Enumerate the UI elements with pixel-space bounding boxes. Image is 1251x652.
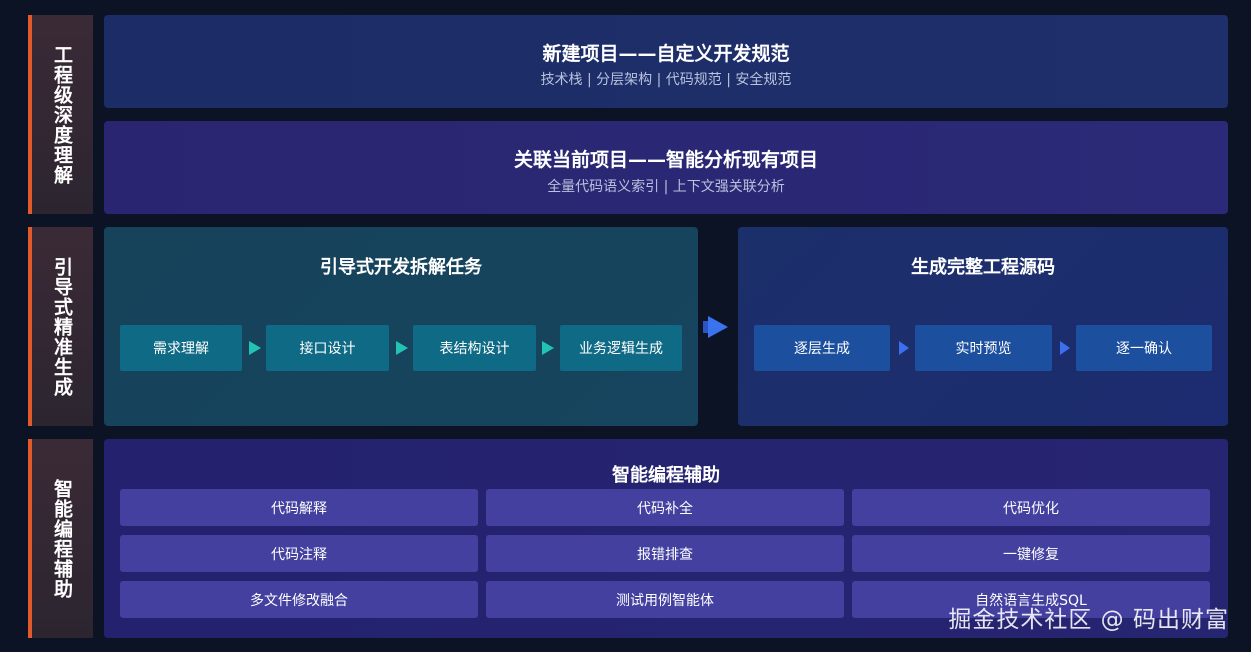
coding-assist-title: 智能编程辅助 [612, 465, 720, 486]
sidebar-label: 引导式精准生成 [51, 256, 73, 397]
generate-step-confirm: 逐一确认 [1076, 325, 1212, 371]
arrow-right-icon [542, 341, 554, 355]
assist-cell: 代码优化 [852, 489, 1210, 526]
assist-cell: 代码补全 [486, 489, 844, 526]
new-project-title: 新建项目——自定义开发规范 [542, 43, 790, 65]
arrow-right-icon [396, 341, 408, 355]
generate-code-panel: 生成完整工程源码 逐层生成 实时预览 逐一确认 [738, 227, 1228, 426]
generate-code-title: 生成完整工程源码 [911, 257, 1055, 278]
assist-cell: 自然语言生成SQL [852, 581, 1210, 618]
associate-project-subtitle: 全量代码语义索引 | 上下文强关联分析 [547, 179, 785, 195]
guided-dev-panel: 引导式开发拆解任务 需求理解 接口设计 表结构设计 业务逻辑生成 [104, 227, 698, 426]
assist-cell: 测试用例智能体 [486, 581, 844, 618]
flow-arrow-tail [703, 321, 709, 333]
generate-step-preview: 实时预览 [915, 325, 1052, 371]
assist-cell: 代码注释 [120, 535, 478, 572]
sidebar-label: 智能编程辅助 [51, 478, 73, 599]
new-project-panel: 新建项目——自定义开发规范 技术栈 | 分层架构 | 代码规范 | 安全规范 [104, 15, 1228, 108]
guided-step-requirements: 需求理解 [120, 325, 242, 371]
associate-project-panel: 关联当前项目——智能分析现有项目 全量代码语义索引 | 上下文强关联分析 [104, 121, 1228, 214]
watermark: 掘金技术社区 @ 码出财富 [948, 607, 1229, 633]
associate-project-title: 关联当前项目——智能分析现有项目 [513, 149, 818, 171]
generate-step-layered: 逐层生成 [754, 325, 890, 371]
assist-cell: 报错排查 [486, 535, 844, 572]
sidebar-section-deep-understanding: 工程级深度理解 [28, 15, 93, 214]
guided-dev-title: 引导式开发拆解任务 [320, 257, 482, 278]
assist-cell: 多文件修改融合 [120, 581, 478, 618]
arrow-right-icon [249, 341, 261, 355]
sidebar-section-guided-generation: 引导式精准生成 [28, 227, 93, 426]
guided-step-business-logic: 业务逻辑生成 [560, 325, 682, 371]
coding-assist-panel: 智能编程辅助 代码解释 代码补全 代码优化 代码注释 报错排查 一键修复 多文件… [104, 439, 1228, 638]
sidebar-section-coding-assist: 智能编程辅助 [28, 439, 93, 638]
guided-step-interface: 接口设计 [266, 325, 389, 371]
new-project-subtitle: 技术栈 | 分层架构 | 代码规范 | 安全规范 [540, 72, 792, 88]
arrow-right-icon [1060, 341, 1070, 355]
guided-step-schema: 表结构设计 [413, 325, 536, 371]
assist-cell: 代码解释 [120, 489, 478, 526]
sidebar-label: 工程级深度理解 [51, 44, 73, 185]
flow-arrow-icon [708, 316, 728, 338]
arrow-right-icon [899, 341, 909, 355]
assist-cell: 一键修复 [852, 535, 1210, 572]
